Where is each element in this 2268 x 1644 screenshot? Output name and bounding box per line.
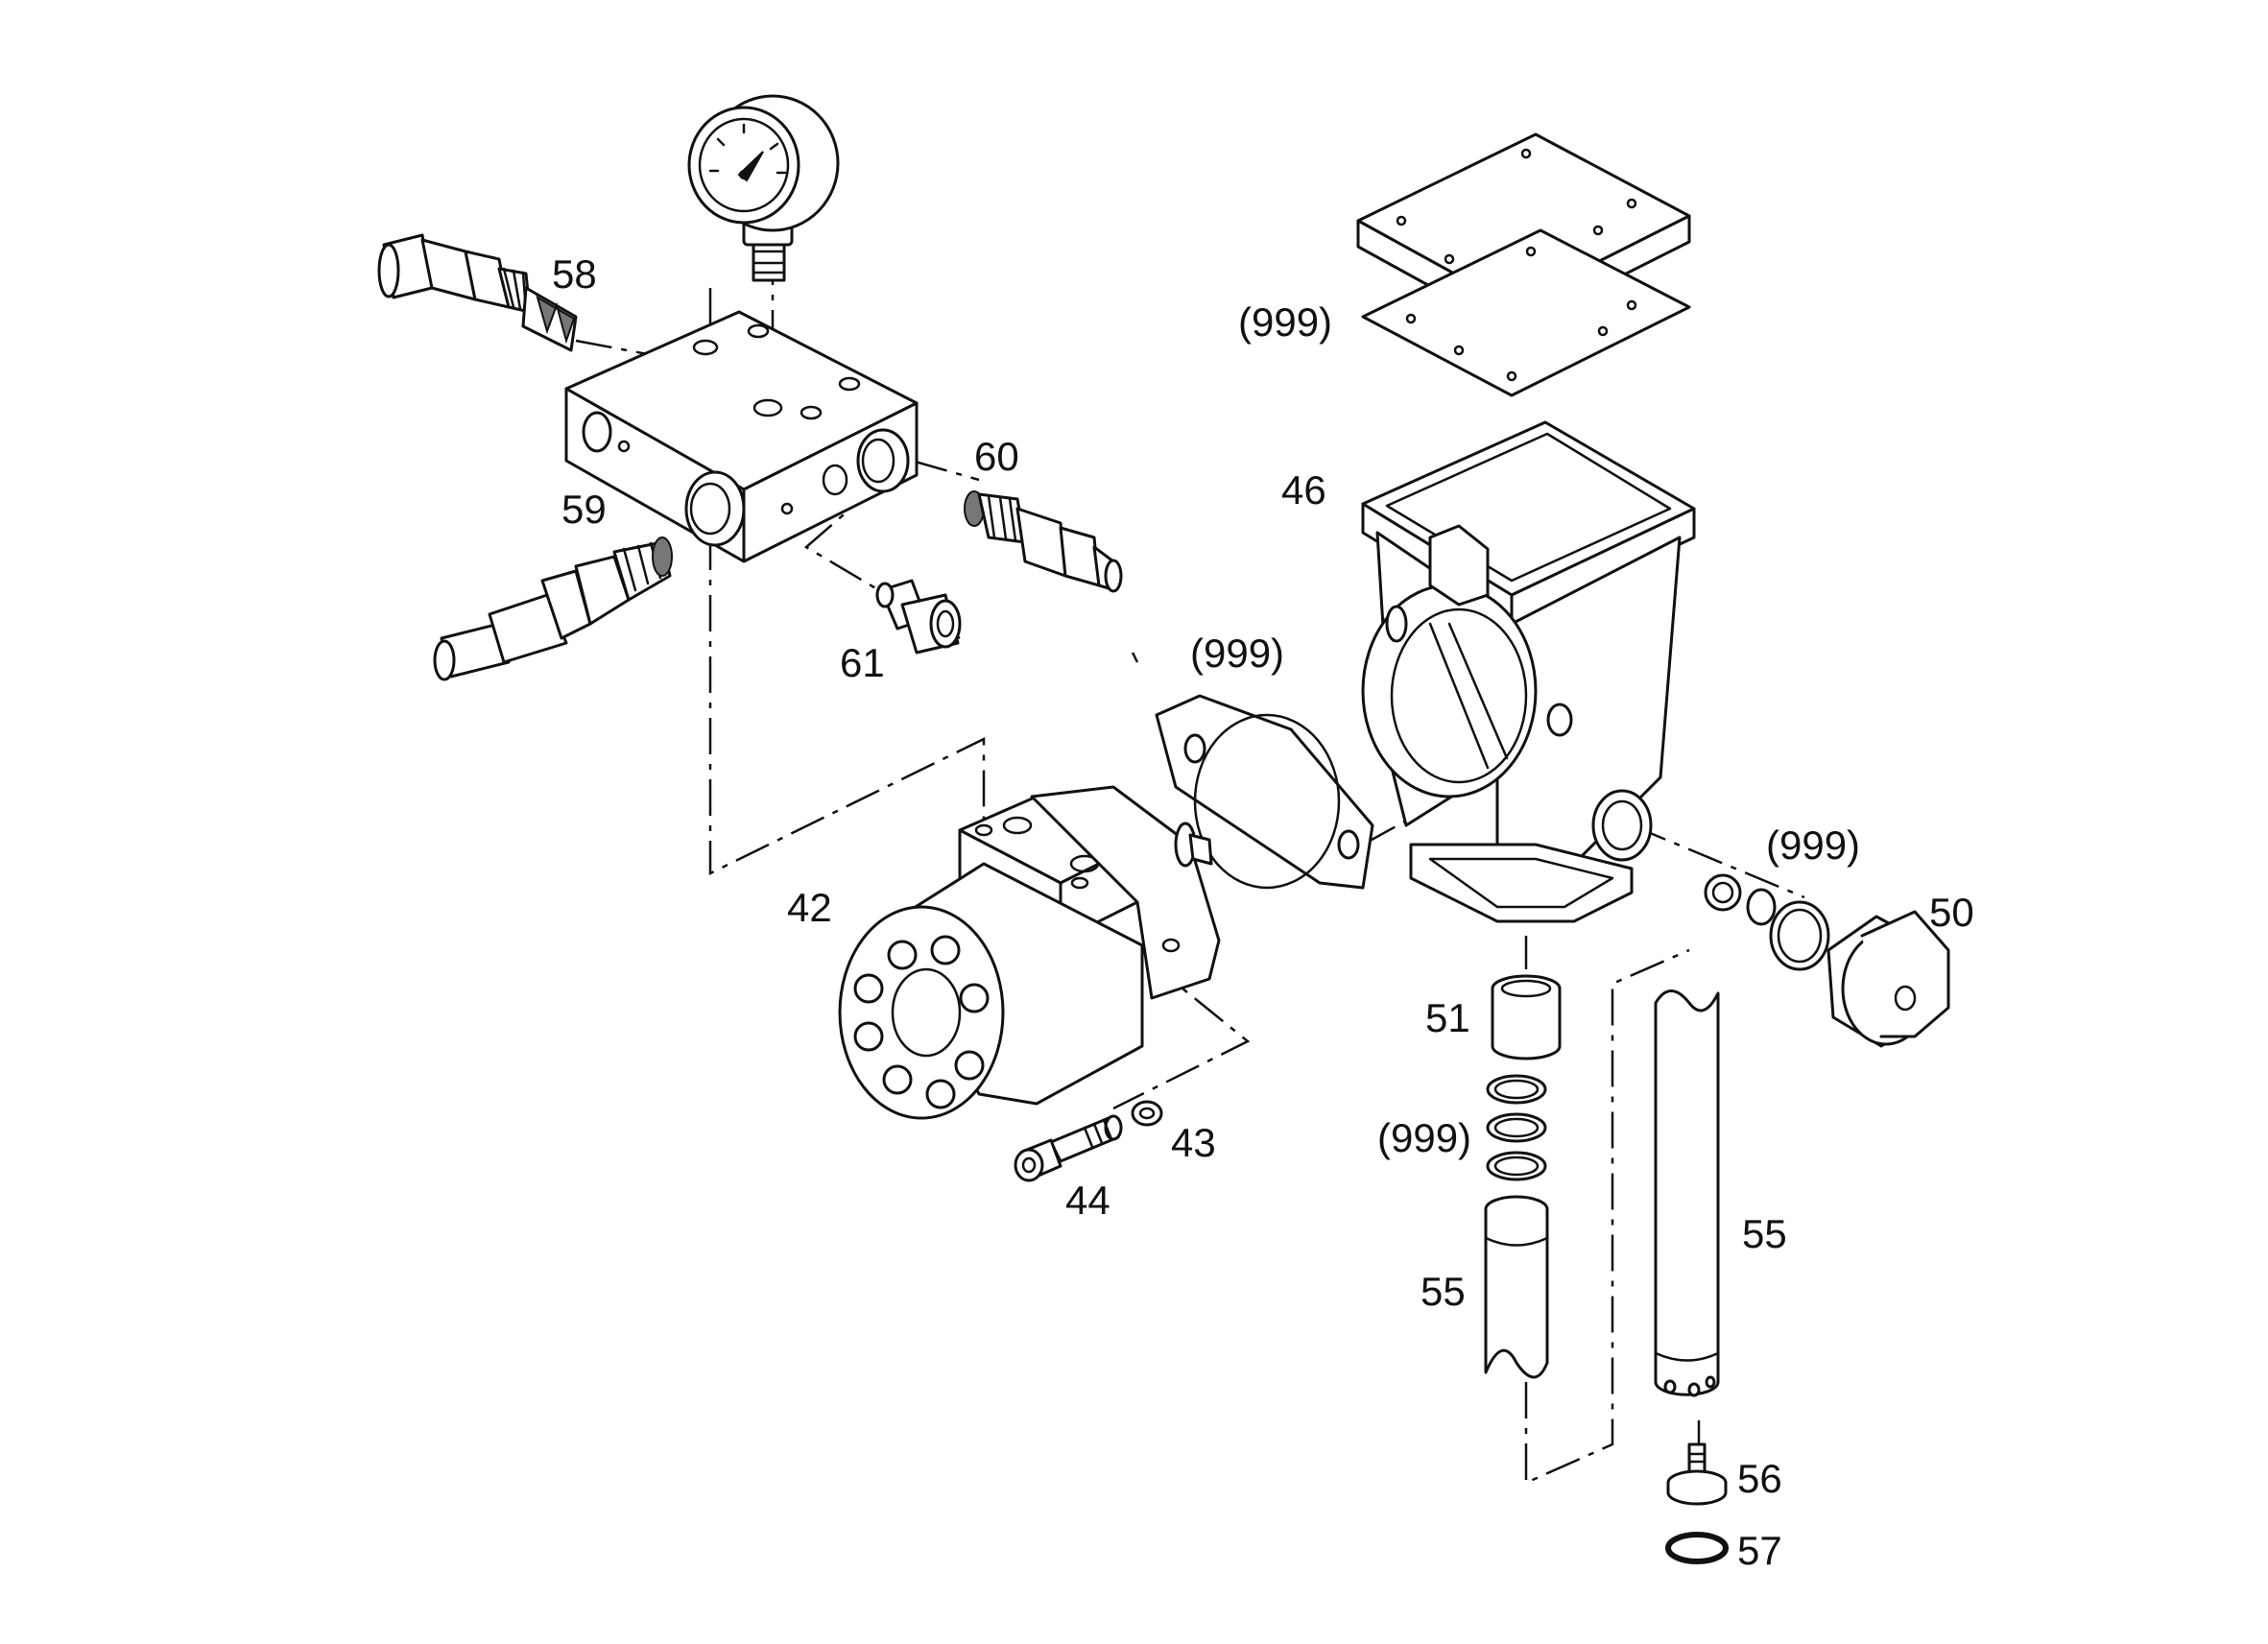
cartridge-valve-58	[377, 233, 578, 352]
label-44: 44	[1065, 1178, 1110, 1223]
plug-50	[1826, 910, 1950, 1048]
seals-999	[1704, 873, 1830, 971]
washer-43	[1131, 1100, 1163, 1127]
cartridge-valve-60	[964, 490, 1123, 593]
callout-labels: 58 59 60 61 (999) 46 (999) 42 (999) 50 5…	[552, 251, 1974, 1573]
fitting-61	[875, 579, 962, 655]
label-999-seals: (999)	[1766, 822, 1860, 868]
label-999-gasket: (999)	[1190, 631, 1284, 676]
hydraulic-motor-42	[838, 785, 1221, 1120]
valve-block	[564, 310, 919, 563]
pressure-gauge	[687, 94, 840, 282]
sleeve-51	[1491, 974, 1562, 1060]
pump-housing-46	[1361, 420, 1696, 923]
label-55-left: 55	[1420, 1269, 1466, 1314]
label-46: 46	[1281, 467, 1326, 512]
label-57: 57	[1737, 1528, 1782, 1573]
label-42: 42	[787, 885, 832, 930]
label-59: 59	[561, 487, 607, 532]
piston-tube-55-right	[1654, 989, 1720, 1397]
valve-56	[1666, 1442, 1728, 1506]
o-rings-999	[1486, 1074, 1547, 1181]
label-61: 61	[840, 640, 885, 685]
o-ring-57	[1665, 1532, 1729, 1564]
cover-plates-999	[1356, 132, 1691, 397]
label-51: 51	[1425, 995, 1470, 1040]
label-50: 50	[1929, 890, 1974, 935]
label-55-right: 55	[1742, 1211, 1787, 1256]
label-999-orings: (999)	[1377, 1115, 1471, 1160]
bolt-44	[1014, 1114, 1123, 1182]
cartridge-valve-59	[433, 536, 673, 681]
label-56: 56	[1737, 1456, 1782, 1501]
label-58: 58	[552, 251, 597, 297]
label-999-covers: (999)	[1238, 299, 1332, 345]
piston-tube-55-left	[1484, 1195, 1549, 1379]
label-43: 43	[1171, 1120, 1216, 1165]
label-60: 60	[974, 434, 1019, 479]
flange-gasket-999	[1155, 694, 1374, 890]
